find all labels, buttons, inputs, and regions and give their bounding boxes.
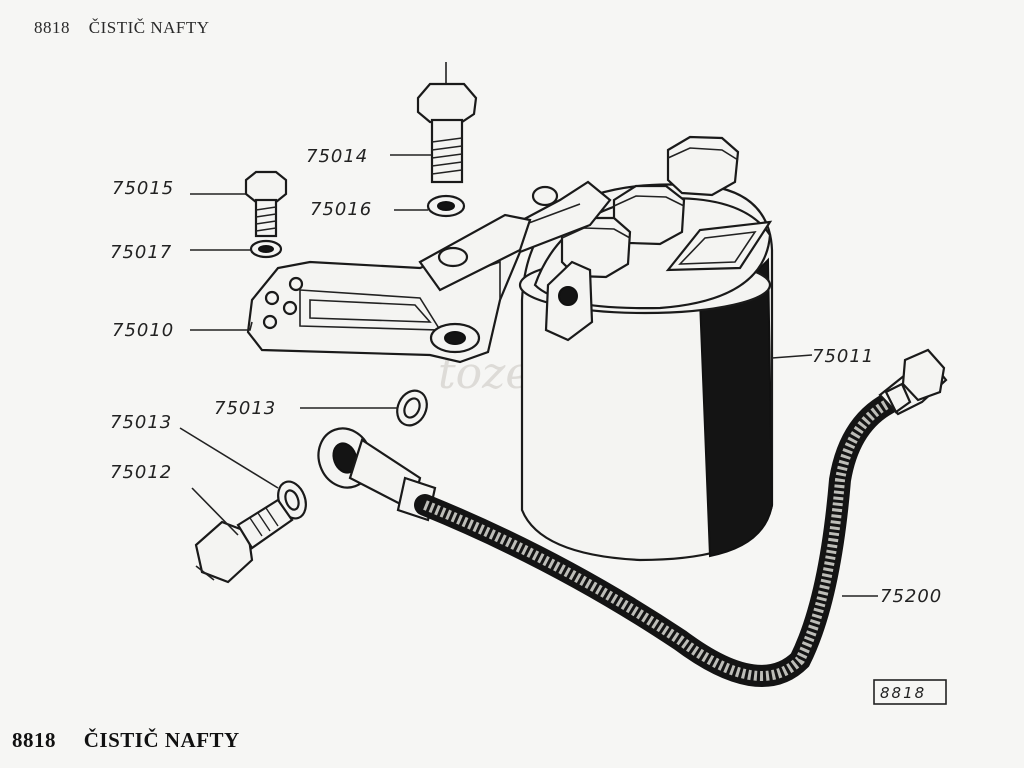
cap-nut xyxy=(666,135,740,197)
bolt-75015 xyxy=(244,170,288,238)
washer-75017 xyxy=(249,239,283,259)
bolt-75014 xyxy=(416,62,478,184)
callout-75015: 75015 xyxy=(112,178,174,199)
fuel-hose-75200 xyxy=(414,348,948,687)
callout-75011: 75011 xyxy=(812,346,874,367)
header-code: 8818 xyxy=(34,18,70,37)
washer-75016 xyxy=(426,194,466,218)
callout-75013-lower: 75013 xyxy=(110,412,172,433)
callout-75016: 75016 xyxy=(310,199,372,220)
drawing-number-box: 8818 xyxy=(873,679,947,705)
callout-75014: 75014 xyxy=(306,146,368,167)
callout-75012: 75012 xyxy=(110,462,172,483)
mounting-bracket xyxy=(246,180,612,364)
callout-75013-upper: 75013 xyxy=(214,398,276,419)
filter-canister xyxy=(518,135,774,562)
callout-75200: 75200 xyxy=(880,586,942,607)
header-title: ČISTIČ NAFTY xyxy=(88,18,210,37)
footer-title: ČISTIČ NAFTY xyxy=(83,728,240,752)
callout-75010: 75010 xyxy=(112,320,174,341)
callout-75017: 75017 xyxy=(110,242,172,263)
page-header: 8818 ČISTIČ NAFTY xyxy=(34,18,210,38)
drawing-number: 8818 xyxy=(880,684,926,702)
banjo-bolt-75012 xyxy=(194,498,294,584)
washer-75013-upper xyxy=(396,389,428,427)
leader-lines xyxy=(179,154,878,597)
page-footer: 8818 ČISTIČ NAFTY xyxy=(12,728,240,753)
footer-code: 8818 xyxy=(12,728,56,752)
